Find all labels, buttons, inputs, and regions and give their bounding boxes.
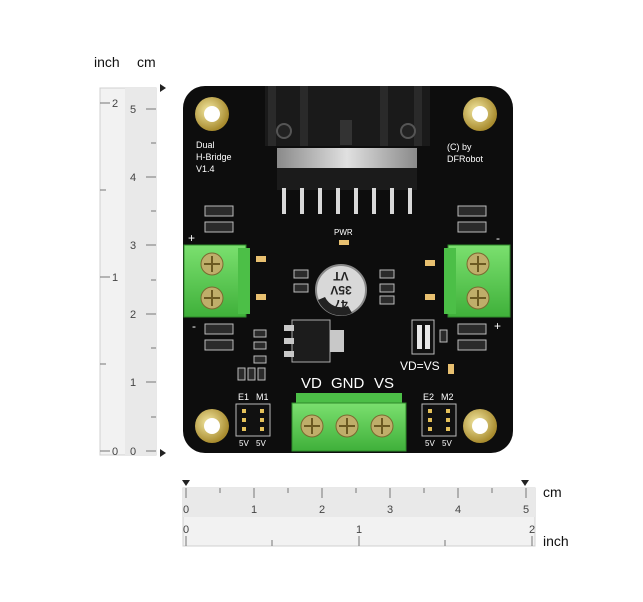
pwr-label: PWR (334, 228, 353, 237)
m2-label: M2 (441, 392, 454, 402)
v-cm-tick-label: 2 (130, 309, 136, 321)
motor-b-minus-label: - (496, 231, 500, 245)
h-cm-tick-label: 1 (251, 504, 257, 516)
v-inch-tick-label: 1 (112, 272, 118, 284)
v-inch-tick-label: 2 (112, 98, 118, 110)
v-cm-tick-label: 1 (130, 377, 136, 389)
vd-vs-jumper (411, 319, 435, 355)
power-led (339, 240, 349, 245)
header-e2-m2 (421, 403, 457, 437)
h-cm-tick-label: 2 (319, 504, 325, 516)
ruler-marker-icon (182, 480, 190, 486)
gnd-label: GND (331, 375, 365, 392)
h-cm-tick-label: 3 (387, 504, 393, 516)
v-cm-tick-label: 3 (130, 240, 136, 252)
motor-driver-board: Dual H-Bridge V1.4 (C) by DFRobot PWR + … (183, 86, 513, 453)
capacitor-value-line1: 47 (334, 297, 348, 311)
mounting-hole (195, 409, 229, 443)
e1-5v-label: 5V (239, 439, 249, 448)
e2-label: E2 (423, 392, 434, 402)
vertical-ruler-cm-unit: cm (137, 54, 156, 70)
v-inch-tick-label: 0 (112, 446, 118, 458)
heatsink (265, 86, 430, 214)
mounting-hole (463, 97, 497, 131)
board-title-line2: H-Bridge (196, 152, 232, 162)
h-cm-tick-label: 5 (523, 504, 529, 516)
capacitor-value-line3: VT (333, 269, 349, 283)
m1-5v-label: 5V (256, 439, 266, 448)
vertical-ruler-inch-unit: inch (94, 54, 120, 70)
ruler-marker-icon (160, 84, 166, 92)
e1-label: E1 (238, 392, 249, 402)
v-cm-tick-label: 5 (130, 104, 136, 116)
m2-5v-label: 5V (442, 439, 452, 448)
h-inch-tick-label: 2 (529, 524, 535, 536)
copyright-line1: (C) by (447, 142, 472, 152)
vs-label: VS (374, 375, 394, 392)
smd-leds (256, 256, 454, 374)
voltage-regulator (284, 319, 344, 363)
vertical-ruler: 5 4 3 2 1 0 2 1 0 (99, 84, 166, 458)
v-cm-tick-label: 0 (130, 446, 136, 458)
mounting-hole (463, 409, 497, 443)
m1-label: M1 (256, 392, 269, 402)
vd-vs-label: VD=VS (400, 359, 440, 373)
horizontal-ruler-cm-unit: cm (543, 484, 562, 500)
electrolytic-capacitor: 47 35V VT (315, 264, 367, 316)
ruler-marker-icon (521, 480, 529, 486)
h-cm-tick-label: 0 (183, 504, 189, 516)
vd-label: VD (301, 375, 322, 392)
board-title-line1: Dual (196, 140, 215, 150)
e2-5v-label: 5V (425, 439, 435, 448)
capacitor-value-line2: 35V (330, 283, 351, 297)
motor-b-plus-label: + (494, 319, 501, 333)
power-terminal (291, 393, 407, 452)
board-title-line3: V1.4 (196, 164, 215, 174)
motor-a-minus-label: - (192, 319, 196, 333)
h-inch-tick-label: 0 (183, 524, 189, 536)
horizontal-ruler-inch-unit: inch (543, 533, 569, 549)
motor-a-plus-label: + (188, 231, 195, 245)
header-e1-m1 (235, 403, 271, 437)
v-cm-tick-label: 4 (130, 172, 136, 184)
smd-components (204, 205, 487, 381)
copyright-line2: DFRobot (447, 154, 484, 164)
mounting-hole (195, 97, 229, 131)
motor-a-terminal (183, 244, 250, 318)
motor-b-terminal (444, 244, 511, 318)
h-cm-tick-label: 4 (455, 504, 461, 516)
h-inch-tick-label: 1 (356, 524, 362, 536)
horizontal-ruler: 0 1 2 3 4 5 0 1 2 (182, 480, 536, 547)
ruler-marker-icon (160, 449, 166, 457)
